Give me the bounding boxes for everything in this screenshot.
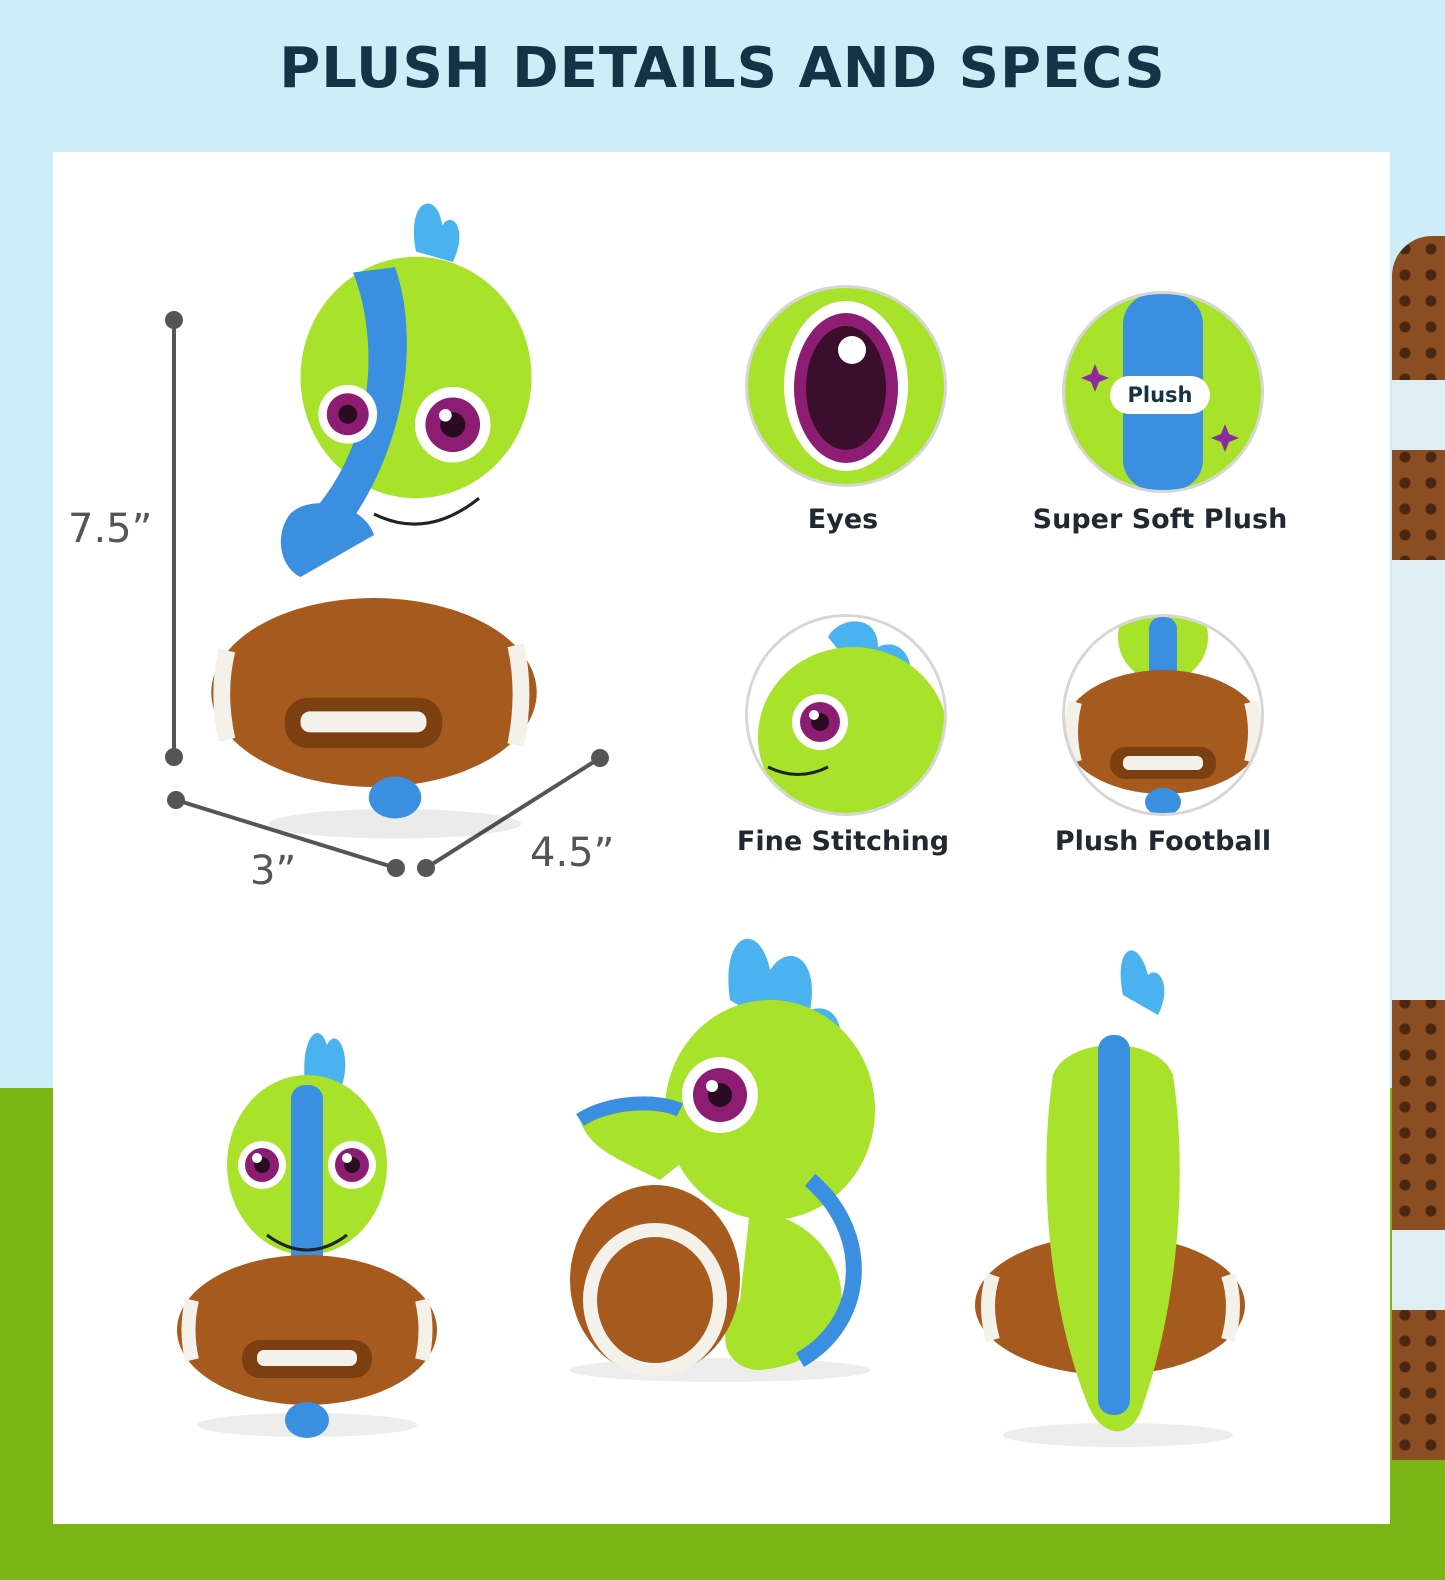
plush-badge: Plush bbox=[1110, 376, 1210, 414]
caption-super-soft-plush: Super Soft Plush bbox=[1032, 504, 1288, 535]
back-view-seahorse bbox=[975, 950, 1245, 1447]
front-view-seahorse bbox=[177, 1033, 437, 1438]
football-closeup-icon bbox=[1062, 614, 1264, 816]
height-dimension-label: 7.5” bbox=[68, 506, 153, 552]
caption-fine-stitching: Fine Stitching bbox=[736, 826, 950, 857]
side-view-seahorse bbox=[570, 938, 875, 1382]
dimension-lines bbox=[165, 311, 609, 877]
width-dimension-label: 3” bbox=[250, 848, 297, 894]
strip-stripe bbox=[1392, 1230, 1445, 1310]
depth-dimension-label: 4.5” bbox=[530, 830, 615, 876]
strip-stripe bbox=[1392, 560, 1445, 1000]
stitching-closeup-icon bbox=[745, 614, 947, 816]
page-title: PLUSH DETAILS AND SPECS bbox=[279, 36, 1166, 101]
caption-plush-football: Plush Football bbox=[1054, 826, 1272, 857]
main-seahorse-plush bbox=[211, 203, 537, 839]
strip-stripe bbox=[1392, 380, 1445, 450]
caption-eyes: Eyes bbox=[807, 504, 879, 535]
eye-closeup-icon bbox=[745, 285, 947, 487]
